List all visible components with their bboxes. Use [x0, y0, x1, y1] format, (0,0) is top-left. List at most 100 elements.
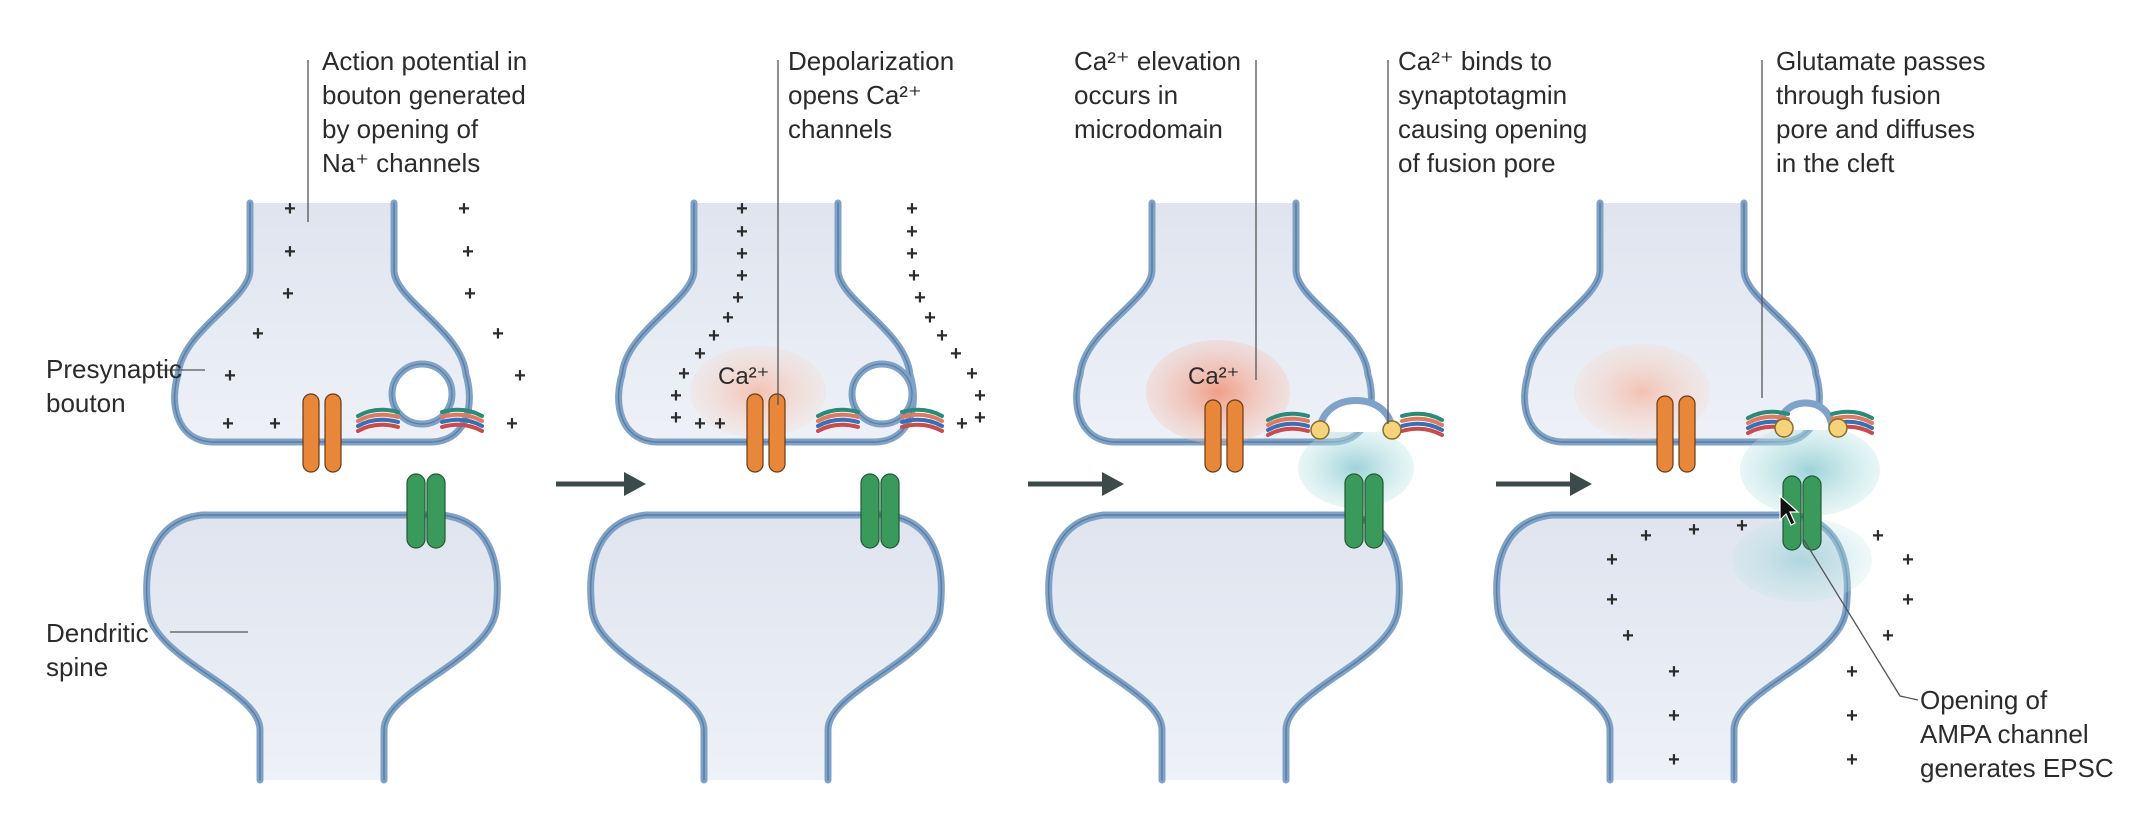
panel2-ampa-channel-right [880, 473, 900, 549]
positive-charge: + [1846, 661, 1858, 683]
panel2-snare-right-strand [900, 412, 944, 423]
positive-charge: + [1902, 549, 1914, 571]
positive-charge: + [1622, 625, 1634, 647]
positive-charge: + [284, 241, 296, 263]
presynaptic-bouton-label: Presynaptic bouton [46, 354, 182, 418]
panel4-synaptotagmin-left [1774, 418, 1794, 438]
positive-charge: + [458, 198, 470, 220]
panel3-snare-left-strand [1266, 416, 1310, 427]
positive-charge: + [736, 198, 748, 220]
positive-charge: + [506, 413, 518, 435]
positive-charge: + [732, 287, 744, 309]
positive-charge: + [974, 407, 986, 429]
dendritic-spine-label: Dendritic spine [46, 618, 149, 682]
positive-charge: + [222, 413, 234, 435]
panel4-spine-membrane-edge [1495, 514, 1849, 781]
panel2-ca-channel-left [746, 393, 764, 473]
panel3-callout-synaptotagmin: Ca²⁺ binds to synaptotagmin causing open… [1398, 46, 1588, 178]
panel2-vesicle-edge [851, 363, 913, 425]
positive-charge: + [736, 243, 748, 265]
step-arrow-head-icon [1570, 472, 1592, 496]
panel3-snare-right-strand [1400, 416, 1444, 427]
positive-charge: + [956, 413, 968, 435]
mouse-cursor-icon [1779, 494, 1800, 526]
panel4-snare-right-strand [1830, 409, 1874, 420]
panel3-calcium-cloud [1146, 340, 1290, 444]
positive-charge: + [1846, 705, 1858, 727]
positive-charge: + [736, 221, 748, 243]
panel1-vesicle-edge [391, 363, 453, 425]
panel3-callout-ca-elevation: Ca²⁺ elevation occurs in microdomain [1074, 46, 1241, 144]
positive-charge: + [736, 265, 748, 287]
panel1-snare-left-strand [356, 407, 400, 418]
positive-charge: + [678, 363, 690, 385]
positive-charge: + [670, 407, 682, 429]
positive-charge: + [936, 325, 948, 347]
panel4-snare-left-strand [1746, 414, 1790, 425]
panel1-spine-fill [146, 515, 498, 780]
panel3-ampa-channel-right [1364, 473, 1384, 549]
panel2-ca-label: Ca²⁺ [718, 363, 769, 390]
positive-charge: + [252, 323, 264, 345]
panel2-calcium-cloud [690, 346, 826, 438]
positive-charge: + [694, 343, 706, 365]
positive-charge: + [1668, 749, 1680, 771]
panel2-snare-left-strand [816, 407, 860, 418]
positive-charge: + [722, 307, 734, 329]
positive-charge: + [974, 385, 986, 407]
positive-charge: + [670, 385, 682, 407]
positive-charge: + [462, 241, 474, 263]
positive-charge: + [1688, 519, 1700, 541]
positive-charge: + [1668, 661, 1680, 683]
panel3-snare-right-strand [1400, 426, 1444, 437]
panel-1: +++++++++++++ [143, 60, 526, 784]
panel2-spine-membrane-edge [589, 514, 943, 781]
panel2-snare-right-strand [900, 407, 944, 418]
panel4-snare-right-strand [1830, 414, 1874, 425]
panel1-ampa-channel-right [426, 473, 446, 549]
positive-charge: + [908, 265, 920, 287]
panel4-callout-ampa: Opening of AMPA channel generates EPSC [1920, 685, 2114, 783]
panel-2: Ca²⁺+++++++++++++++++++++++++ [587, 60, 986, 784]
panel3-snare-left-strand [1266, 411, 1310, 422]
panel3-spine-fill [1048, 515, 1400, 780]
panel4-glutamate-cloud-cleft [1740, 424, 1880, 516]
panel2-ca-channel-right [768, 393, 786, 473]
panel1-ca-channel-left [302, 393, 320, 473]
positive-charge: + [464, 283, 476, 305]
positive-charge: + [1902, 589, 1914, 611]
panel2-bouton-membrane-edge [617, 202, 915, 443]
positive-charge: + [1872, 525, 1884, 547]
panel3-synaptotagmin-right [1382, 420, 1402, 440]
positive-charge: + [492, 323, 504, 345]
panel1-snare-right-strand [440, 407, 484, 418]
positive-charge: + [1606, 549, 1618, 571]
positive-charge: + [950, 343, 962, 365]
panel-3: Ca²⁺ [1045, 60, 1444, 784]
positive-charge: + [694, 413, 706, 435]
panel3-spine-membrane-edge [1047, 514, 1401, 781]
panel1-snare-left-strand [356, 417, 400, 428]
panel4-calcium-cloud [1574, 344, 1710, 440]
panel3-ampa-channel-left [1344, 473, 1364, 549]
panel4-glutamate-cloud-spine [1732, 518, 1872, 602]
positive-charge: + [906, 221, 918, 243]
panel-4: ++++++++++++++++ [1493, 60, 1919, 784]
panel1-snare-left-strand [356, 422, 400, 433]
panel1-snare-right-strand [440, 412, 484, 423]
panel2-snare-right-strand [900, 422, 944, 433]
positive-charge: + [906, 198, 918, 220]
positive-charge: + [1882, 625, 1894, 647]
panel3-ca-channel-right [1226, 399, 1244, 473]
panel1-snare-right-strand [440, 417, 484, 428]
panel1-bouton-membrane-edge [173, 202, 471, 443]
panel3-fusing-vesicle [1316, 397, 1396, 433]
panel4-snare-left-strand [1746, 409, 1790, 420]
positive-charge: + [966, 363, 978, 385]
positive-charge: + [1640, 525, 1652, 547]
positive-charge: + [269, 413, 281, 435]
positive-charge: + [714, 413, 726, 435]
panel1-snare-right-strand [440, 422, 484, 433]
panel4-callout-glutamate: Glutamate passes through fusion pore and… [1776, 46, 1986, 178]
